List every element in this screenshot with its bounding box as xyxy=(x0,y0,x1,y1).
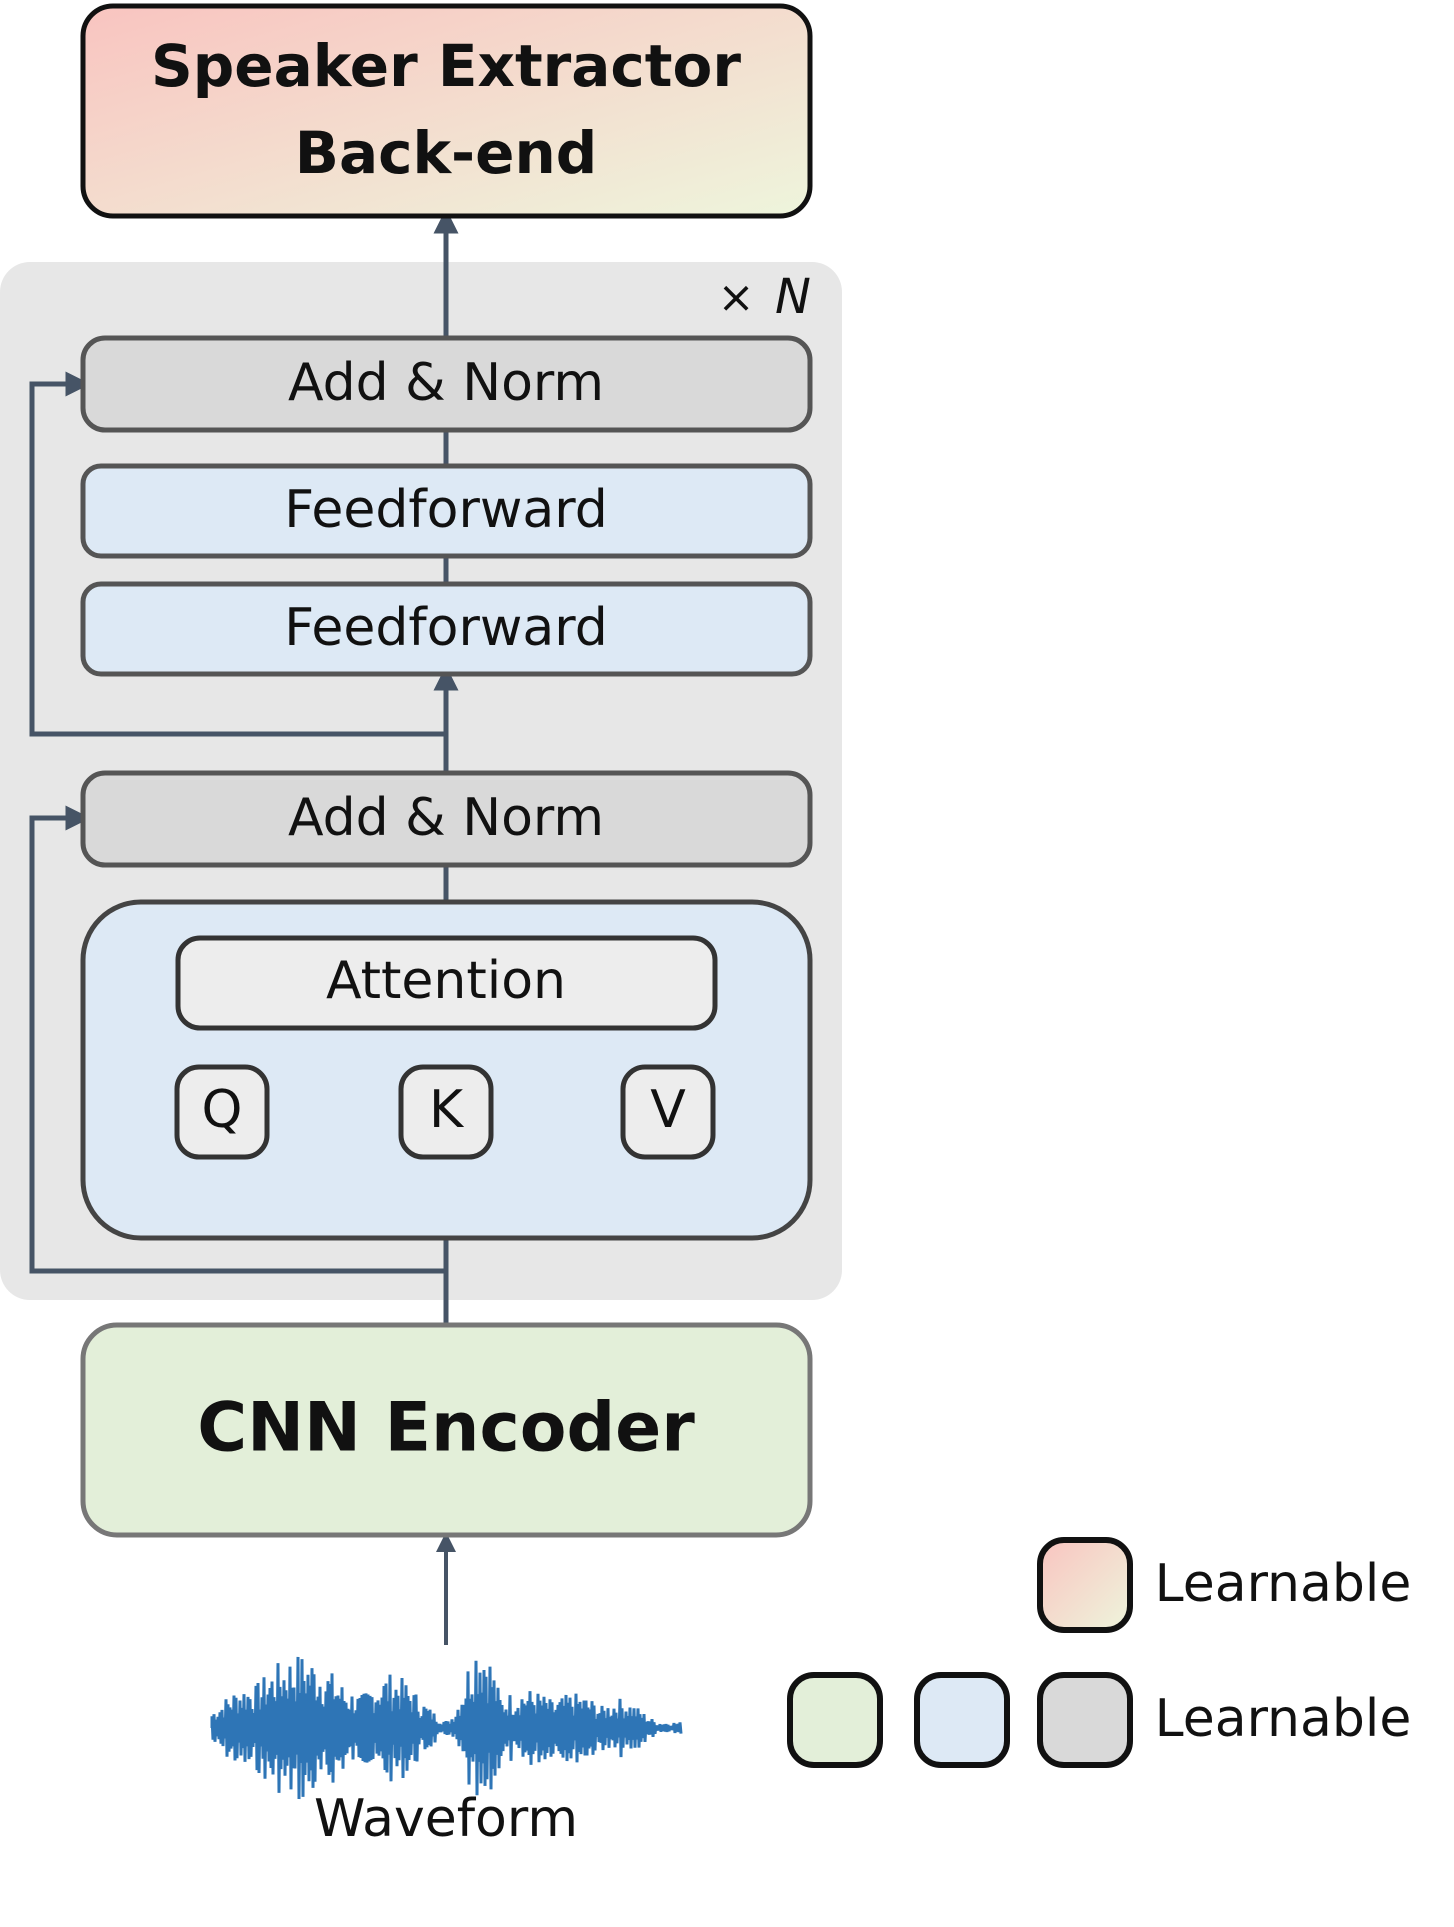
add-norm-top-label: Add & Norm xyxy=(288,353,604,413)
feedforward-bottom-block: Feedforward xyxy=(80,581,813,677)
waveform-label: Waveform xyxy=(314,1789,578,1849)
feedforward-top-block: Feedforward xyxy=(80,463,813,559)
repeat-n-label: N xyxy=(775,269,811,325)
attention-block: Attention xyxy=(175,935,718,1031)
add-norm-bottom-block: Add & Norm xyxy=(80,770,813,868)
legend-swatch-green xyxy=(787,1672,883,1768)
feedforward-top-label: Feedforward xyxy=(284,480,607,540)
backend-label-line2: Back-end xyxy=(295,119,598,187)
legend-swatch-gradient xyxy=(1037,1537,1133,1633)
backend-block: Speaker Extractor Back-end xyxy=(80,3,813,219)
feedforward-bottom-label: Feedforward xyxy=(284,598,607,658)
waveform-icon xyxy=(210,1656,683,1800)
v-block: V xyxy=(620,1064,716,1160)
backend-label-line1: Speaker Extractor xyxy=(151,32,741,100)
cnn-encoder-block: CNN Encoder xyxy=(80,1322,813,1538)
legend-swatch-gray xyxy=(1037,1672,1133,1768)
add-norm-bottom-label: Add & Norm xyxy=(288,788,604,848)
legend-row1-label: Learnable xyxy=(1155,1554,1412,1614)
q-label: Q xyxy=(202,1080,243,1140)
legend: Learnable Learnable xyxy=(787,1537,1412,1768)
repeat-times-symbol: × xyxy=(718,272,755,323)
q-block: Q xyxy=(174,1064,270,1160)
add-norm-top-block: Add & Norm xyxy=(80,335,813,433)
k-block: K xyxy=(398,1064,494,1160)
v-label: V xyxy=(650,1080,686,1140)
k-label: K xyxy=(429,1080,465,1140)
cnn-encoder-label: CNN Encoder xyxy=(197,1389,695,1468)
residual-top xyxy=(29,371,446,737)
legend-row2-label: Learnable xyxy=(1155,1689,1412,1749)
residual-bottom xyxy=(29,805,446,1274)
legend-swatch-blue xyxy=(914,1672,1010,1768)
attention-label: Attention xyxy=(326,951,566,1011)
